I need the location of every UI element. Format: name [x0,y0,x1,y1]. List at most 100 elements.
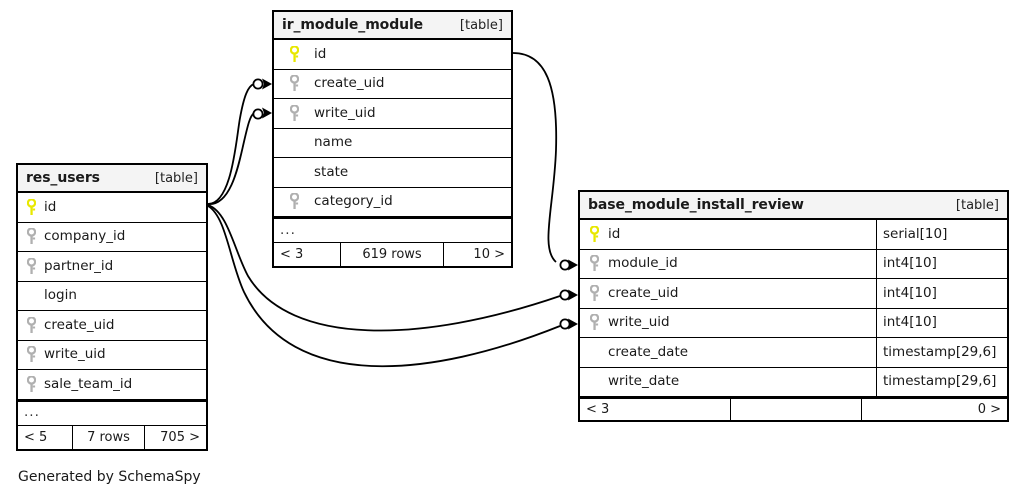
table-row[interactable]: id [274,40,511,70]
column-cell: name [274,129,511,158]
foreign-key-icon [580,314,608,331]
column-cell: partner_id [18,252,206,281]
row-count-label: 619 rows [340,243,443,266]
column-name: login [44,289,77,303]
table-row[interactable]: state [274,158,511,188]
column-name: write_uid [44,348,106,362]
table-header-ir_module_module: ir_module_module [table] [274,12,511,40]
column-name: id [44,200,57,214]
table-footer-nav[interactable]: < 5 7 rows 705 > [18,425,206,449]
column-cell: id [274,40,511,69]
more-columns-indicator: ... [18,399,206,426]
table-row[interactable]: id serial[10] [580,220,1007,250]
table-res_users[interactable]: res_users [table] id company_id partner_… [16,163,208,451]
foreign-key-icon [18,375,44,393]
foreign-key-icon [18,316,44,334]
table-row[interactable]: create_date timestamp[29,6] [580,338,1007,368]
table-type-tag: [table] [154,170,198,186]
column-name: write_uid [314,106,376,120]
cardinality-marker [559,289,571,301]
column-name: create_date [608,345,689,359]
table-row[interactable]: write_uid [18,341,206,370]
foreign-key-icon [18,257,44,275]
cardinality-marker [252,78,264,90]
column-cell: write_uid [580,309,876,338]
column-name: state [314,165,349,179]
column-cell: write_uid [18,341,206,370]
column-cell: create_uid [274,70,511,99]
generated-by-caption: Generated by SchemaSpy [18,469,201,485]
table-footer-nav[interactable]: < 3 619 rows 10 > [274,243,511,266]
cardinality-marker [252,108,264,120]
column-cell: id [18,193,206,222]
table-row[interactable]: name [274,129,511,158]
cardinality-marker [559,318,571,330]
column-name: create_uid [44,318,115,332]
primary-key-icon [274,45,314,63]
column-type: serial[10] [876,220,1007,249]
foreign-key-icon [18,228,44,245]
column-cell: category_id [274,188,511,217]
prev-columns-button[interactable]: < 3 [586,402,610,417]
column-name: name [314,136,353,150]
table-footer-nav[interactable]: < 3 0 > [580,397,1007,420]
edge-res_users-id-to-ir_module_module-create_uid [207,83,255,205]
foreign-key-icon [18,346,44,363]
column-type: timestamp[29,6] [876,338,1007,367]
column-cell: login [18,282,206,311]
column-name: write_date [608,375,680,389]
column-cell: state [274,158,511,187]
primary-key-icon [580,225,608,243]
table-row[interactable]: category_id [274,188,511,217]
column-type: int4[10] [876,279,1007,308]
column-cell: company_id [18,223,206,252]
column-cell: id [580,220,876,249]
foreign-key-icon [274,104,314,122]
table-ir_module_module[interactable]: ir_module_module [table] id create_uid w… [272,10,513,268]
next-columns-button[interactable]: 705 > [144,425,206,449]
table-row[interactable]: id [18,193,206,223]
table-row[interactable]: write_uid [274,99,511,129]
table-row[interactable]: sale_team_id [18,370,206,400]
column-type: int4[10] [876,308,1007,337]
prev-columns-button[interactable]: < 3 [280,247,304,262]
table-type-tag: [table] [459,17,503,33]
table-title: res_users [26,170,100,186]
next-columns-button[interactable]: 0 > [861,399,1007,420]
column-type: timestamp[29,6] [876,367,1007,396]
column-name: category_id [314,195,393,209]
column-name: create_uid [314,77,385,91]
primary-key-icon [18,198,44,216]
foreign-key-icon [274,193,314,210]
table-row[interactable]: partner_id [18,252,206,282]
next-columns-button[interactable]: 10 > [443,243,511,266]
table-row[interactable]: login [18,282,206,311]
table-row[interactable]: write_date timestamp[29,6] [580,367,1007,397]
prev-columns-button[interactable]: < 5 [24,429,48,445]
cardinality-marker [559,259,571,271]
row-count-label: 7 rows [72,425,144,449]
table-row[interactable]: create_uid [274,70,511,99]
table-row[interactable]: module_id int4[10] [580,249,1007,279]
edge-res_users-id-to-ir_module_module-write_uid [207,112,255,205]
table-header-res_users: res_users [table] [18,165,206,193]
table-title: base_module_install_review [588,197,804,213]
more-columns-indicator: ... [274,217,511,243]
column-type: int4[10] [876,249,1007,278]
column-name: partner_id [44,259,114,273]
column-name: write_uid [608,316,670,330]
table-row[interactable]: company_id [18,223,206,252]
row-count-label [730,399,861,420]
column-cell: create_uid [580,279,876,308]
table-row[interactable]: create_uid int4[10] [580,279,1007,309]
table-row[interactable]: create_uid [18,311,206,341]
edge-ir_module_module-id-to-bmir-module_id [512,52,558,263]
table-type-tag: [table] [955,197,999,213]
foreign-key-icon [580,255,608,272]
table-row[interactable]: write_uid int4[10] [580,308,1007,338]
table-title: ir_module_module [282,17,424,33]
column-name: module_id [608,257,678,271]
foreign-key-icon [274,75,314,92]
column-cell: module_id [580,250,876,279]
table-base_module_install_review[interactable]: base_module_install_review [table] id se… [578,190,1009,422]
